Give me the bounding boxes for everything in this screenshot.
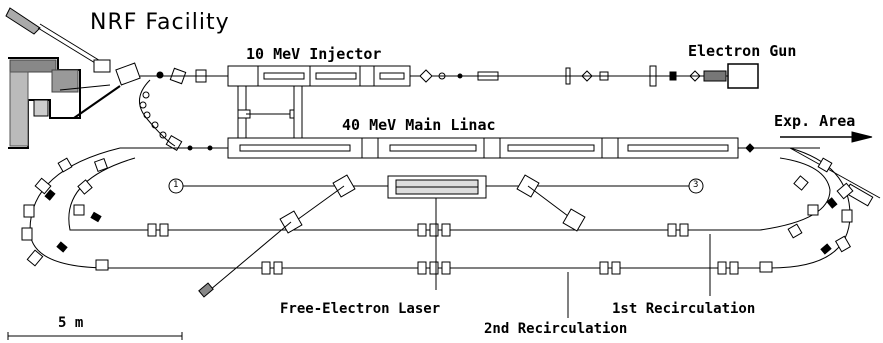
injection-arc bbox=[139, 79, 183, 152]
injector-label: 10 MeV Injector bbox=[246, 45, 382, 63]
nrf-facility-label: NRF Facility bbox=[90, 10, 230, 35]
injector-linac-connectors bbox=[237, 85, 303, 145]
scale-bar bbox=[7, 332, 183, 340]
electron-gun-label: Electron Gun bbox=[688, 42, 797, 60]
wiggler-marker-right: 3 bbox=[693, 180, 699, 190]
recirc1-label: 1st Recirculation bbox=[612, 301, 756, 317]
main-linac-beamline bbox=[120, 137, 820, 159]
recirc2-label: 2nd Recirculation bbox=[484, 321, 628, 337]
main-linac-label: 40 MeV Main Linac bbox=[342, 116, 496, 134]
recirculation-loops bbox=[21, 147, 854, 275]
nrf-facility-structure bbox=[5, 7, 230, 149]
exp-area-label: Exp. Area bbox=[774, 112, 856, 130]
wiggler-marker-left: 1 bbox=[173, 180, 179, 190]
scale-label: 5 m bbox=[58, 315, 84, 331]
fel-beamline bbox=[168, 174, 704, 298]
injector-beamline bbox=[227, 63, 759, 89]
fel-label: Free-Electron Laser bbox=[280, 301, 441, 317]
